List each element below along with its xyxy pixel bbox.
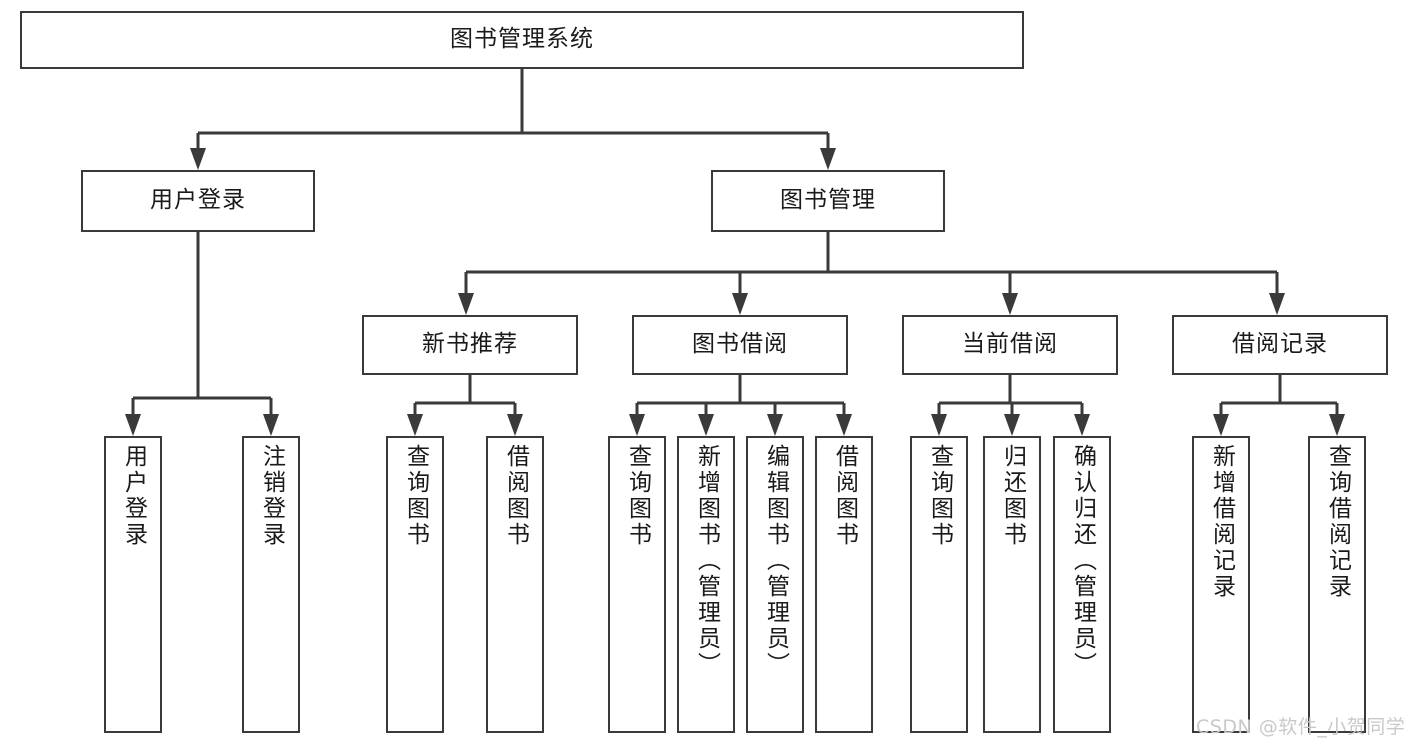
node-label-leaf-user-login: 用户登录	[120, 444, 147, 548]
user-login-to-leaves-arrowhead-0	[125, 414, 141, 436]
current-borrow-to-leaves-arrowhead-1	[1004, 414, 1020, 436]
node-label-new-book-recommend: 新书推荐	[422, 331, 518, 358]
node-label-leaf-add-book: 新增图书（管理员）	[693, 444, 720, 678]
root-to-level2-arrowhead-0	[190, 148, 206, 170]
borrow-record-to-leaves-arrowhead-0	[1213, 414, 1229, 436]
node-leaf-edit-book[interactable]: 编辑图书（管理员）	[746, 436, 804, 733]
book-borrow-to-leaves-arrowhead-1	[698, 414, 714, 436]
node-leaf-user-logout[interactable]: 注销登录	[242, 436, 300, 733]
book-borrow-to-leaves-arrowhead-3	[836, 414, 852, 436]
node-leaf-user-login[interactable]: 用户登录	[104, 436, 162, 733]
book-borrow-to-leaves-arrowhead-0	[629, 414, 645, 436]
node-borrow-record[interactable]: 借阅记录	[1172, 315, 1388, 375]
node-leaf-query-book-bor[interactable]: 查询图书	[608, 436, 666, 733]
node-label-leaf-query-book-cur: 查询图书	[926, 444, 953, 548]
book-manage-to-level3-arrowhead-2	[1002, 293, 1018, 315]
current-borrow-to-leaves-arrowhead-0	[931, 414, 947, 436]
node-leaf-query-book-cur[interactable]: 查询图书	[910, 436, 968, 733]
node-label-leaf-return-book: 归还图书	[999, 444, 1026, 548]
node-label-leaf-query-book-bor: 查询图书	[624, 444, 651, 548]
node-label-leaf-query-record: 查询借阅记录	[1324, 444, 1351, 600]
node-leaf-confirm-return[interactable]: 确认归还（管理员）	[1053, 436, 1111, 733]
node-leaf-borrow-book-rec[interactable]: 借阅图书	[486, 436, 544, 733]
new-book-recommend-to-leaves-arrowhead-0	[407, 414, 423, 436]
node-label-leaf-user-logout: 注销登录	[258, 444, 285, 548]
node-leaf-add-record[interactable]: 新增借阅记录	[1192, 436, 1250, 733]
node-label-leaf-borrow-book-bor: 借阅图书	[831, 444, 858, 548]
connector-group	[131, 69, 1339, 415]
node-book-manage[interactable]: 图书管理	[711, 170, 945, 232]
node-root[interactable]: 图书管理系统	[20, 11, 1024, 69]
node-leaf-query-book-rec[interactable]: 查询图书	[386, 436, 444, 733]
node-new-book-recommend[interactable]: 新书推荐	[362, 315, 578, 375]
book-manage-to-level3-arrowhead-3	[1269, 293, 1285, 315]
root-to-level2-arrowhead-1	[820, 148, 836, 170]
node-current-borrow[interactable]: 当前借阅	[902, 315, 1118, 375]
node-label-leaf-edit-book: 编辑图书（管理员）	[762, 444, 789, 678]
node-label-book-borrow: 图书借阅	[692, 331, 788, 358]
book-manage-to-level3-arrowhead-0	[458, 293, 474, 315]
node-leaf-return-book[interactable]: 归还图书	[983, 436, 1041, 733]
new-book-recommend-to-leaves-arrowhead-1	[507, 414, 523, 436]
node-label-user-login: 用户登录	[150, 187, 246, 214]
borrow-record-to-leaves-arrowhead-1	[1329, 414, 1345, 436]
book-borrow-to-leaves-arrowhead-2	[767, 414, 783, 436]
node-leaf-borrow-book-bor[interactable]: 借阅图书	[815, 436, 873, 733]
node-leaf-add-book[interactable]: 新增图书（管理员）	[677, 436, 735, 733]
watermark-text: CSDN @软件_小贺同学	[1196, 716, 1405, 738]
node-label-book-manage: 图书管理	[780, 187, 876, 214]
user-login-to-leaves-arrowhead-1	[263, 414, 279, 436]
node-label-leaf-add-record: 新增借阅记录	[1208, 444, 1235, 600]
node-label-current-borrow: 当前借阅	[962, 331, 1058, 358]
node-label-root: 图书管理系统	[450, 26, 594, 53]
book-manage-to-level3-arrowhead-1	[732, 293, 748, 315]
node-label-borrow-record: 借阅记录	[1232, 331, 1328, 358]
node-label-leaf-confirm-return: 确认归还（管理员）	[1069, 444, 1096, 678]
node-label-leaf-query-book-rec: 查询图书	[402, 444, 429, 548]
arrowhead-group	[125, 148, 1345, 436]
current-borrow-to-leaves-arrowhead-2	[1074, 414, 1090, 436]
node-user-login[interactable]: 用户登录	[81, 170, 315, 232]
node-label-leaf-borrow-book-rec: 借阅图书	[502, 444, 529, 548]
node-book-borrow[interactable]: 图书借阅	[632, 315, 848, 375]
node-leaf-query-record[interactable]: 查询借阅记录	[1308, 436, 1366, 733]
